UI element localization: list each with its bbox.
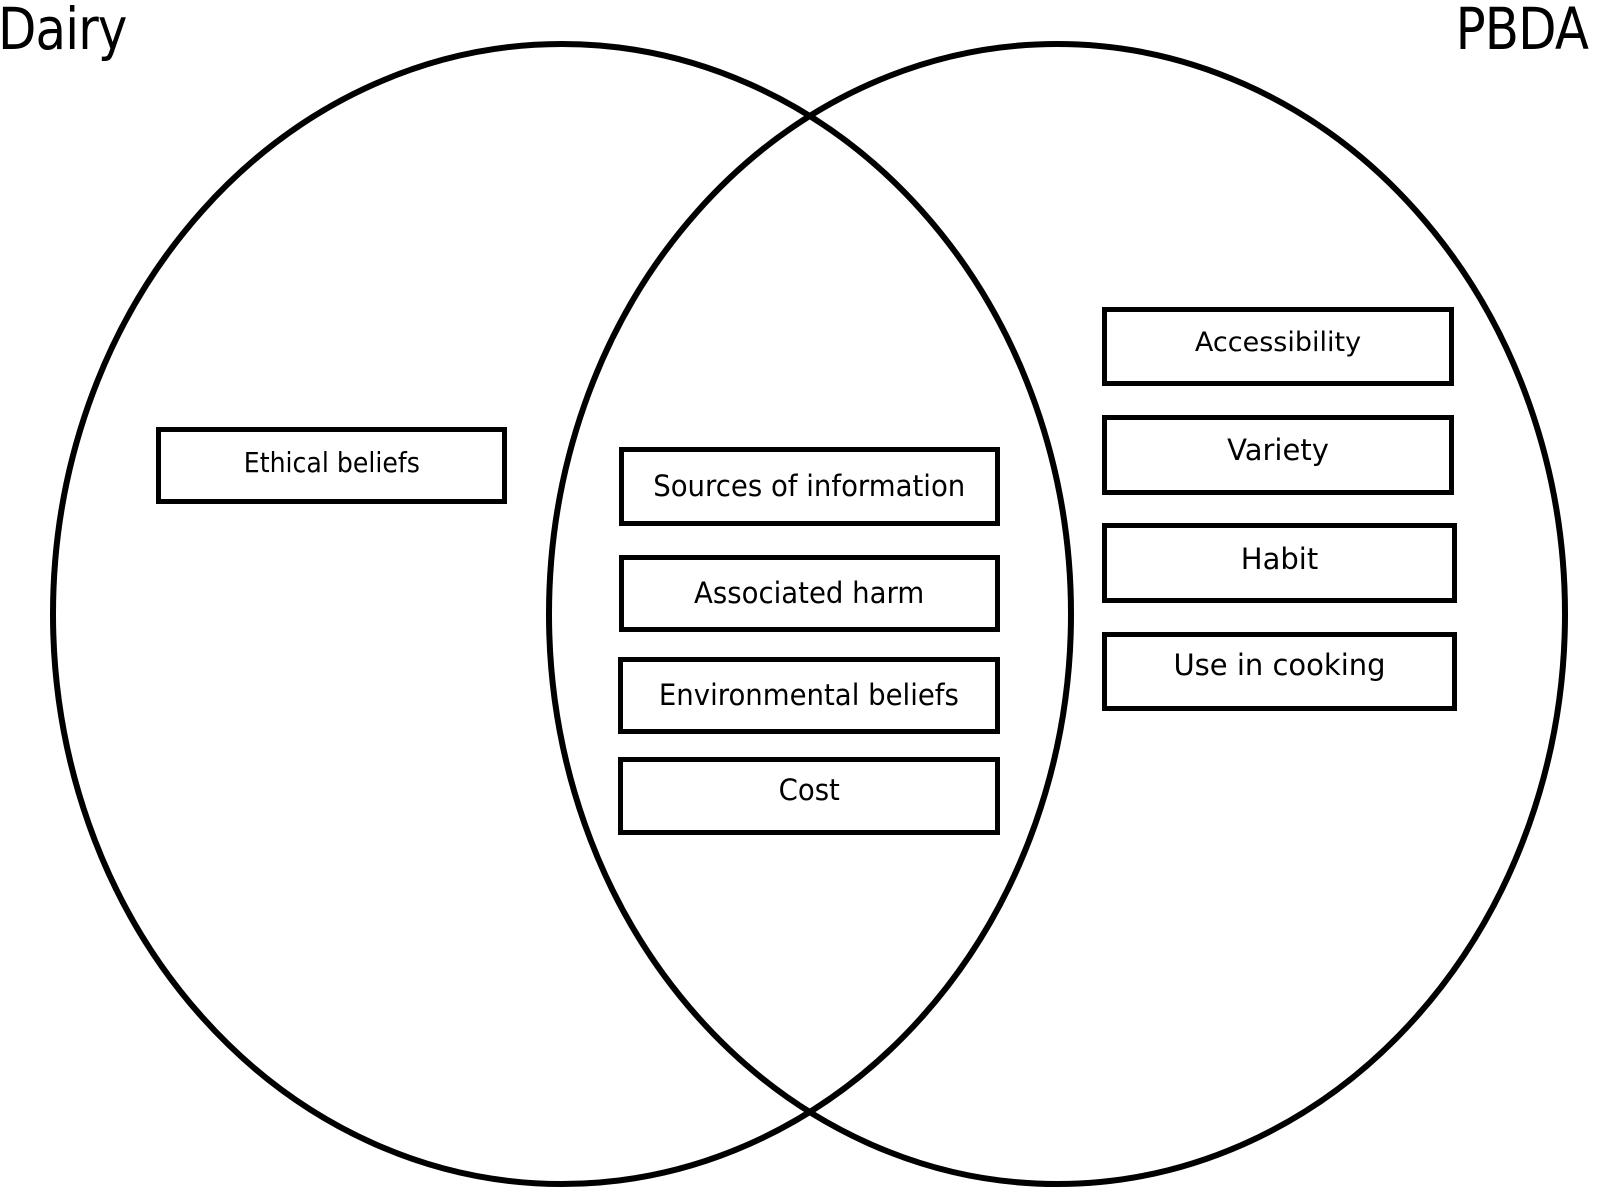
factor-label: Environmental beliefs	[659, 678, 959, 712]
pbda-factor-habit: Habit	[1102, 523, 1457, 603]
dairy-set-circle	[50, 41, 1074, 1187]
factor-label: Variety	[1227, 432, 1329, 467]
shared-factor-environmental-beliefs: Environmental beliefs	[618, 657, 1000, 734]
factor-label: Habit	[1240, 541, 1319, 576]
factor-label: Sources of information	[653, 469, 966, 503]
factor-label: Accessibility	[1194, 327, 1362, 358]
pbda-set-title: PBDA	[1455, 0, 1588, 63]
pbda-set-circle	[546, 41, 1568, 1187]
shared-factor-associated-harm: Associated harm	[619, 555, 1000, 632]
pbda-factor-accessibility: Accessibility	[1102, 307, 1454, 386]
factor-label: Associated harm	[694, 576, 925, 610]
dairy-set-title: Dairy	[0, 0, 127, 63]
pbda-factor-use-in-cooking: Use in cooking	[1102, 632, 1457, 711]
factor-label: Ethical beliefs	[243, 445, 420, 479]
shared-factor-cost: Cost	[618, 757, 1000, 835]
dairy-factor-ethical-beliefs: Ethical beliefs	[156, 427, 507, 504]
factor-label: Use in cooking	[1173, 648, 1386, 682]
pbda-factor-variety: Variety	[1102, 415, 1454, 495]
factor-label: Cost	[778, 772, 840, 807]
shared-factor-sources-of-information: Sources of information	[619, 447, 1000, 526]
